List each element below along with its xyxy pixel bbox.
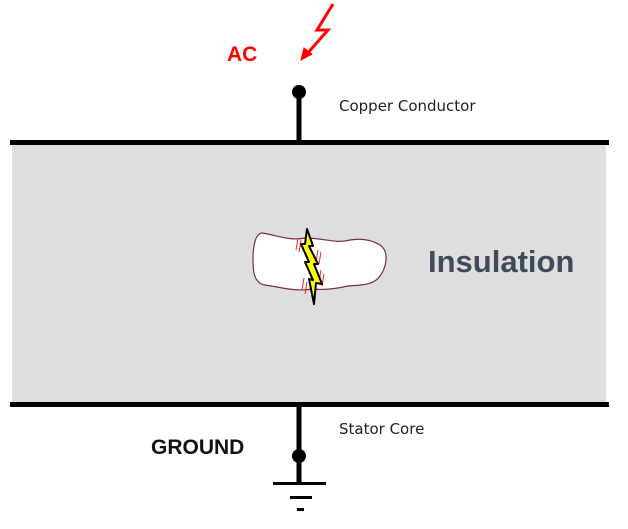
ground-label: GROUND (151, 436, 245, 459)
stator-core-bar (10, 402, 609, 407)
discharge-bolt-icon (300, 228, 323, 305)
insulation-label: Insulation (428, 244, 575, 279)
lightning-arrow-icon (300, 3, 335, 61)
copper-conductor-label: Copper Conductor (339, 97, 476, 115)
ground-symbol-icon (273, 406, 326, 511)
stator-core-label: Stator Core (339, 420, 425, 438)
top-terminal (292, 85, 306, 142)
ac-source-label: AC (227, 43, 258, 66)
copper-conductor-bar (10, 140, 609, 145)
